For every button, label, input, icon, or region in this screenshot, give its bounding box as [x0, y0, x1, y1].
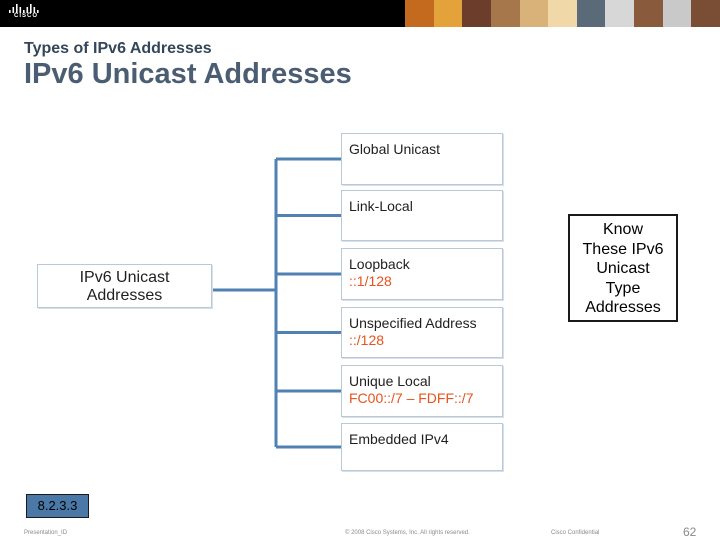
address-type-label: Embedded IPv4: [349, 431, 449, 447]
address-type-label: Link-Local: [349, 198, 413, 214]
address-type-prefix: FC00::/7 – FDFF::/7: [349, 390, 474, 406]
callout-line: These IPv6: [582, 240, 664, 258]
footer-confidential: Cisco Confidential: [551, 530, 600, 536]
header-photo-1: [433, 0, 463, 27]
address-type-box: Unspecified Address::/128: [341, 307, 503, 358]
root-node-ipv6-unicast: IPv6 Unicast Addresses: [37, 264, 212, 308]
slide-title: IPv6 Unicast Addresses: [24, 58, 352, 90]
address-type-label: Loopback: [349, 256, 410, 272]
cisco-logo-text: CISCO: [13, 13, 38, 19]
header-photo-0: [405, 0, 434, 27]
callout-line: Type: [605, 279, 641, 297]
address-type-box: Embedded IPv4: [341, 423, 503, 471]
address-type-label: Global Unicast: [349, 141, 441, 157]
header-photo-10: [691, 0, 720, 27]
section-badge: 8.2.3.3: [26, 494, 89, 518]
address-type-box: Link-Local: [341, 190, 503, 241]
page-number: 62: [683, 525, 697, 539]
header-photo-9: [662, 0, 692, 27]
header-photo-8: [634, 0, 663, 27]
top-bar: CISCO: [0, 0, 720, 27]
callout-line: Unicast: [596, 260, 650, 277]
address-type-box: Global Unicast: [341, 133, 503, 185]
cisco-logo-icon: [9, 4, 39, 13]
address-type-prefix: ::1/128: [349, 273, 392, 289]
address-type-label: Unspecified Address: [349, 315, 477, 331]
slide-subtitle: Types of IPv6 Addresses: [24, 40, 212, 57]
address-type-box: Loopback::1/128: [341, 248, 503, 300]
callout-line: Addresses: [585, 299, 661, 316]
footer-copyright: © 2008 Cisco Systems, Inc. All rights re…: [345, 530, 470, 536]
address-type-prefix: ::/128: [349, 332, 385, 348]
header-photo-2: [462, 0, 491, 27]
address-type-label: Unique Local: [349, 373, 431, 389]
footer-presentation-id: Presentation_ID: [24, 530, 68, 536]
header-photo-6: [576, 0, 606, 27]
header-photo-4: [519, 0, 549, 27]
header-photo-3: [490, 0, 520, 27]
callout-line: Know: [602, 221, 644, 238]
header-photo-5: [548, 0, 577, 27]
header-photo-7: [605, 0, 635, 27]
root-node-line2: Addresses: [86, 287, 163, 304]
header-photo-strip: [405, 0, 720, 27]
root-node-line1: IPv6 Unicast: [79, 269, 170, 286]
